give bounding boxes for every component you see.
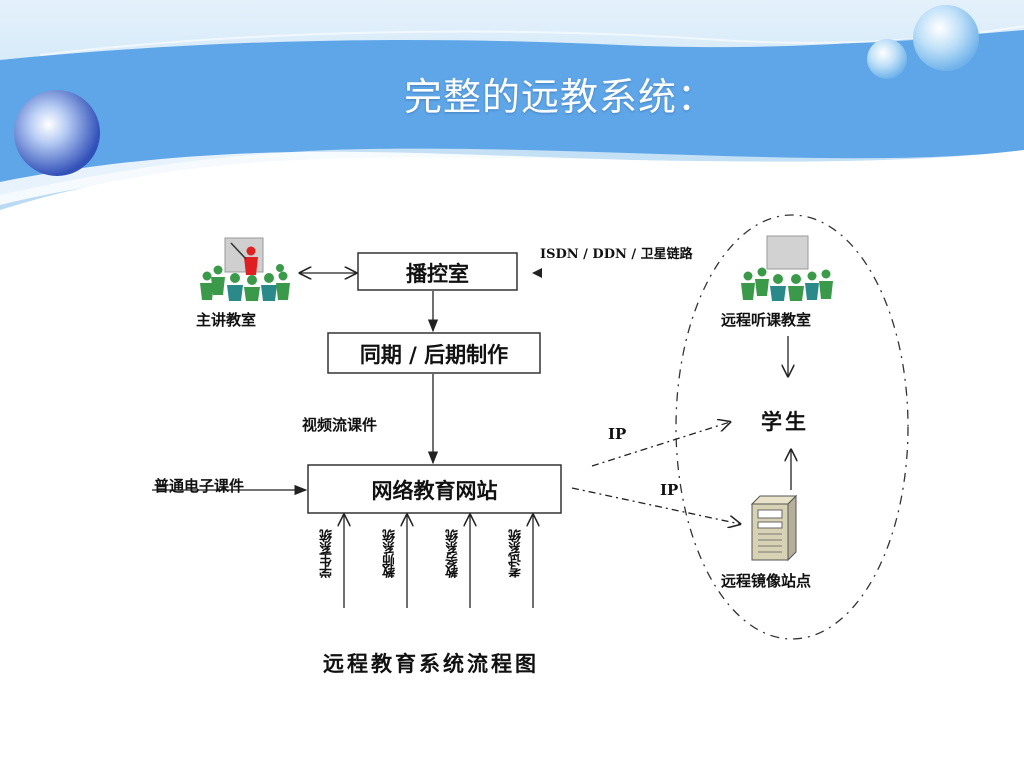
ordinary-courseware-label: 普通电子课件 (154, 477, 245, 495)
diagram-caption: 远程教育系统流程图 (323, 651, 539, 676)
website-box (307, 464, 562, 514)
slide-title: 完整的远教系统： (403, 75, 716, 119)
subsystem-student: 学生系统 (320, 530, 335, 578)
student-label: 学生 (761, 409, 809, 434)
server-icon (750, 494, 798, 562)
production-box (327, 332, 541, 374)
subsystem-teacher: 教师系统 (383, 530, 398, 578)
website-label: 网络教育网站 (371, 478, 498, 503)
bubble-icon (14, 90, 100, 176)
ip-label-upper: IP (608, 425, 627, 443)
remote-classroom-label: 远程听课教室 (721, 311, 812, 329)
ip-link-lower (571, 487, 740, 524)
ip-label-lower: IP (660, 481, 679, 499)
main-classroom-label: 主讲教室 (196, 311, 257, 329)
mirror-site-label: 远程镜像站点 (721, 572, 812, 590)
subsystem-admin: 教务系统 (446, 530, 461, 578)
link-arrow-head (532, 268, 542, 278)
bubble-icon (913, 5, 979, 71)
teacher-icon (230, 242, 258, 275)
link-label: ISDN / DDN / 卫星链路 (540, 247, 693, 262)
control-room-box (357, 252, 518, 291)
bubble-icon (867, 39, 907, 79)
control-room-label: 播控室 (406, 261, 469, 286)
subsystem-exam: 考试系统 (509, 530, 524, 578)
production-label: 同期 / 后期制作 (359, 342, 509, 367)
remote-area-boundary (675, 214, 909, 640)
video-courseware-label: 视频流课件 (302, 416, 378, 434)
ip-link-upper (591, 422, 730, 467)
classroom-icon (741, 235, 833, 301)
header-background (0, 0, 1024, 215)
classroom-icon (200, 237, 290, 301)
